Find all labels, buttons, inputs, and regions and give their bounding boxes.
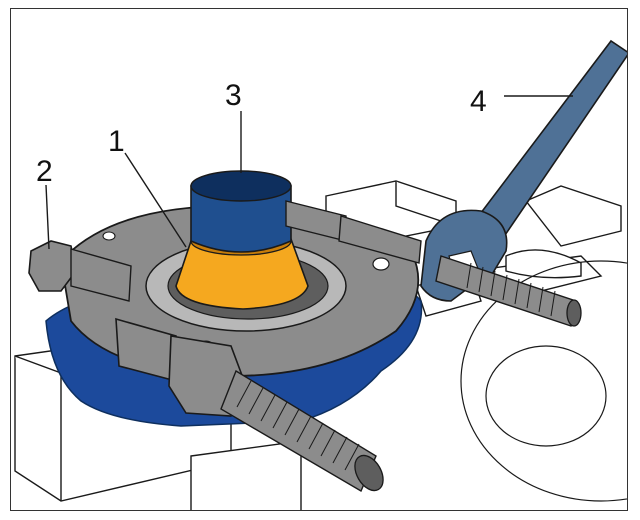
threaded-rod-front bbox=[115, 317, 384, 493]
leader-lines bbox=[45, 95, 573, 250]
callout-2: 2 bbox=[36, 155, 53, 188]
callout-1: 1 bbox=[108, 125, 125, 158]
base-circle bbox=[460, 260, 627, 502]
nut bbox=[28, 240, 132, 302]
sleeve bbox=[190, 170, 292, 253]
cross-rod-top bbox=[285, 200, 422, 264]
illustration bbox=[14, 39, 627, 510]
callout-4: 4 bbox=[470, 85, 487, 118]
threaded-rod-right bbox=[435, 255, 582, 327]
diagram-frame: 1 2 3 4 bbox=[10, 8, 628, 511]
callout-3: 3 bbox=[225, 79, 242, 112]
